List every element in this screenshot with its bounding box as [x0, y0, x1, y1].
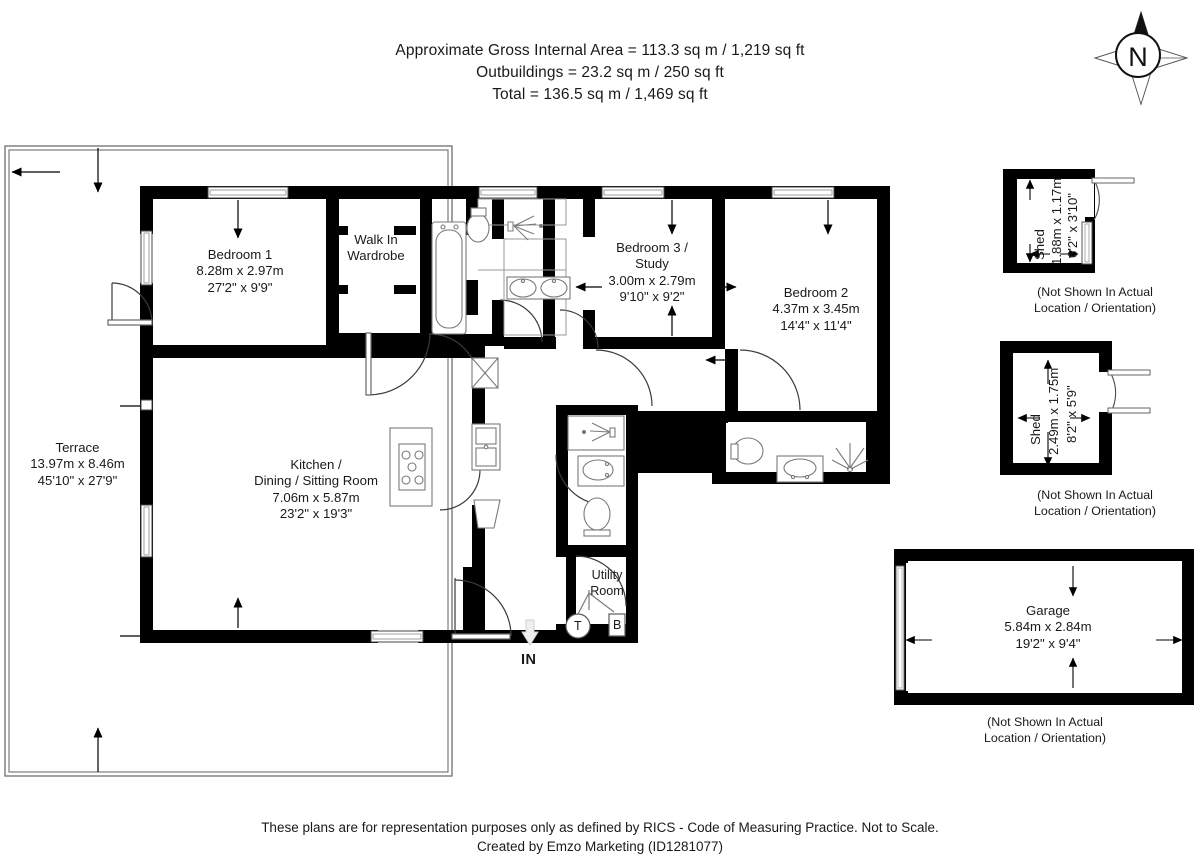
- kitchen-name-line1: Kitchen /: [290, 457, 342, 472]
- bedroom1-imperial: 27'2" x 9'9": [207, 279, 273, 295]
- entrance-arrow: [521, 619, 539, 646]
- shed1-drawing: [1003, 169, 1135, 273]
- bathroom-fixtures: [431, 207, 571, 335]
- garage-drawing: [894, 549, 1194, 705]
- compass-rose: N: [1093, 10, 1189, 106]
- garage-note-line1: (Not Shown In Actual: [987, 715, 1103, 729]
- garage-imperial: 19'2" x 9'4": [1015, 635, 1081, 651]
- room-label-kitchen-dining-sitting: Kitchen / Dining / Sitting Room 7.06m x …: [248, 457, 384, 523]
- garage-name: Garage: [1026, 603, 1070, 618]
- shed2-metric: 2.49m x 1.75m: [1046, 367, 1061, 455]
- kitchen-metric: 7.06m x 5.87m: [272, 489, 360, 505]
- shed2-note-line1: (Not Shown In Actual: [1037, 488, 1153, 502]
- shed1-name: Shed: [1032, 229, 1047, 260]
- ensuite-fixtures: [730, 437, 869, 483]
- disclaimer-line1: These plans are for representation purpo…: [261, 820, 939, 835]
- utility-name-line2: Room: [590, 583, 624, 598]
- kitchen-imperial: 23'2" x 19'3": [279, 506, 353, 522]
- windows: [140, 186, 835, 643]
- wardrobe-name-line1: Walk In: [354, 232, 398, 247]
- room-label-utility-room: Utility Room: [574, 568, 640, 599]
- shed2-name: Shed: [1028, 414, 1043, 445]
- shed1-location-note: (Not Shown In Actual Location / Orientat…: [965, 285, 1200, 316]
- room-label-bedroom3-study: Bedroom 3 / Study 3.00m x 2.79m 9'10" x …: [578, 240, 726, 306]
- room-label-bedroom2: Bedroom 2 4.37m x 3.45m 14'4" x 11'4": [744, 285, 888, 334]
- disclaimer: These plans are for representation purpo…: [0, 818, 1200, 856]
- bedroom1-metric: 8.28m x 2.97m: [196, 263, 284, 279]
- garage-metric: 5.84m x 2.84m: [1004, 619, 1092, 635]
- utility-name-line1: Utility: [591, 568, 623, 582]
- terrace-imperial: 45'10" x 27'9": [37, 472, 118, 488]
- terrace-outline: [4, 145, 453, 777]
- room-dimension-arrows: [233, 200, 833, 628]
- bedroom3-metric: 3.00m x 2.79m: [608, 272, 696, 288]
- outbuildings-area-line: Outbuildings = 23.2 sq m / 250 sq ft: [476, 64, 724, 81]
- terrace-name: Terrace: [55, 440, 100, 455]
- area-summary: Approximate Gross Internal Area = 113.3 …: [0, 40, 1200, 106]
- utility-fixtures: [565, 590, 626, 639]
- kitchen-fixtures: [389, 357, 501, 529]
- shed1-note-line2: Location / Orientation): [1034, 300, 1156, 315]
- garage-note-line2: Location / Orientation): [984, 730, 1106, 745]
- bedroom2-name: Bedroom 2: [783, 285, 849, 300]
- shed1-note-line1: (Not Shown In Actual: [1037, 285, 1153, 299]
- room-label-terrace: Terrace 13.97m x 8.46m 45'10" x 27'9": [0, 440, 155, 489]
- room-label-walk-in-wardrobe: Walk In Wardrobe: [330, 232, 422, 265]
- disclaimer-line2: Created by Emzo Marketing (ID1281077): [476, 839, 724, 854]
- shed1-metric: 1.88m x 1.17m: [1049, 177, 1064, 265]
- shed1-imperial: 6'2" x 3'10": [1065, 193, 1080, 258]
- shed2-location-note: (Not Shown In Actual Location / Orientat…: [965, 488, 1200, 519]
- garage-location-note: (Not Shown In Actual Location / Orientat…: [915, 715, 1175, 746]
- gross-internal-area-line: Approximate Gross Internal Area = 113.3 …: [395, 42, 805, 59]
- terrace-metric: 13.97m x 8.46m: [30, 456, 125, 472]
- bedroom3-name-line1: Bedroom 3 /: [616, 240, 688, 255]
- total-area-line: Total = 136.5 sq m / 1,469 sq ft: [492, 86, 708, 103]
- bedroom3-name-line2: Study: [635, 256, 669, 272]
- tank-symbol-label: T: [574, 619, 582, 633]
- room-label-bedroom1: Bedroom 1 8.28m x 2.97m 27'2" x 9'9": [160, 247, 320, 296]
- kitchen-name-line2: Dining / Sitting Room: [254, 473, 378, 489]
- wardrobe-name-line2: Wardrobe: [347, 248, 405, 264]
- svg-text:N: N: [1128, 42, 1148, 72]
- entrance-label: IN: [521, 652, 537, 668]
- shed2-note-line2: Location / Orientation): [1034, 503, 1156, 518]
- bathroom2-fixtures: [567, 415, 625, 537]
- shed2-imperial: 8'2" x 5'9": [1064, 385, 1079, 443]
- bedroom1-name: Bedroom 1: [207, 247, 273, 262]
- bedroom2-metric: 4.37m x 3.45m: [772, 301, 860, 317]
- boiler-symbol-label: B: [613, 618, 622, 632]
- bedroom2-imperial: 14'4" x 11'4": [780, 317, 852, 333]
- shed2-drawing: [1000, 341, 1151, 475]
- bedroom3-imperial: 9'10" x 9'2": [619, 289, 685, 305]
- outbuilding-label-garage: Garage 5.84m x 2.84m 19'2" x 9'4": [968, 603, 1128, 652]
